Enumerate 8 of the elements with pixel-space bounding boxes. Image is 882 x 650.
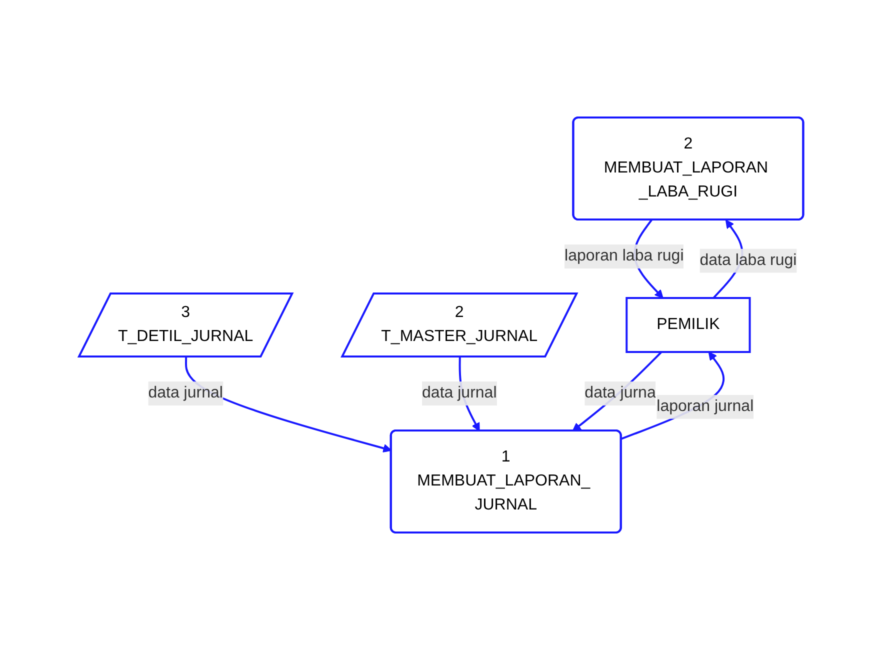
edge-label: data jurnal <box>422 384 497 402</box>
arrow <box>572 351 662 432</box>
edge-label: laporan laba rugi <box>564 248 684 264</box>
node-box: PEMILIK <box>626 297 751 353</box>
edge-label: data jurna <box>584 384 656 402</box>
edge-label: laporan jurnal <box>656 398 754 415</box>
edge-label: data laba rugi <box>700 252 797 269</box>
edge-label: data jurnal <box>148 384 223 402</box>
